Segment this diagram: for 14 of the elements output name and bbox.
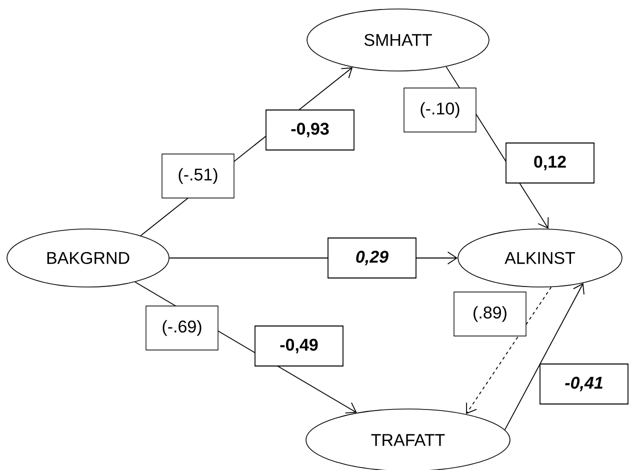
ellipse-node: ALKINST bbox=[458, 228, 622, 288]
value-box: (.89) bbox=[454, 292, 526, 336]
coefficient-box: -0,41 bbox=[540, 364, 628, 404]
ellipse-node: SMHATT bbox=[306, 8, 490, 72]
arrow bbox=[504, 283, 584, 430]
coefficient-box: -0,93 bbox=[266, 110, 354, 150]
ellipse-node: BAKGRND bbox=[6, 228, 170, 288]
arrow bbox=[466, 286, 552, 414]
coefficient-box: 0,12 bbox=[506, 142, 594, 184]
coefficient-box: -0,49 bbox=[254, 326, 344, 366]
coefficient-box: 0,29 bbox=[328, 238, 416, 278]
value-box: (-.10) bbox=[404, 88, 476, 132]
value-box: (-.69) bbox=[146, 306, 218, 350]
value-box: (-.51) bbox=[162, 154, 234, 198]
